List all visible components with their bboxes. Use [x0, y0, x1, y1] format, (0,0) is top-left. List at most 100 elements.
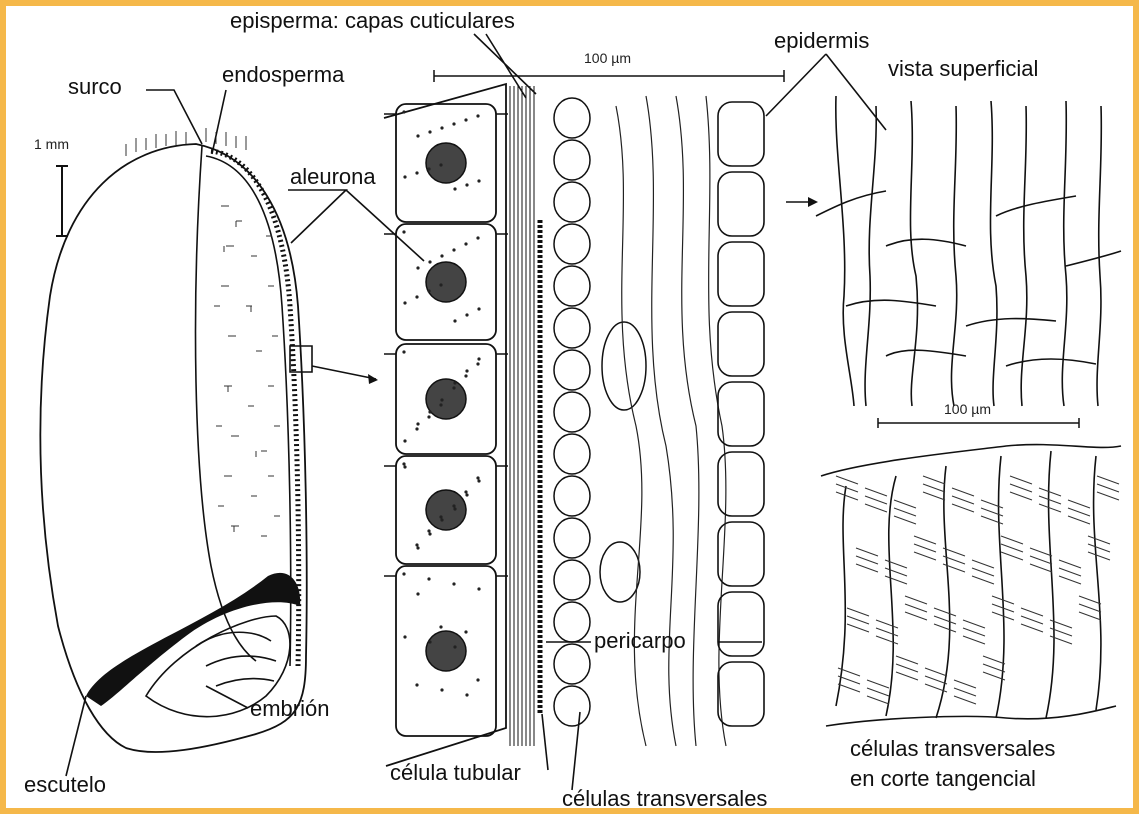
aleurone-nucleus: [426, 262, 466, 302]
aleurone-grain: [476, 114, 479, 117]
hatch-stroke: [1059, 560, 1081, 584]
tangential-outline: [821, 445, 1121, 726]
endosperm-wall: [196, 146, 256, 661]
hatch-stroke: [905, 596, 927, 620]
endosperm-stipple: [214, 206, 280, 536]
cross-cell: [554, 350, 590, 390]
leader-epidermis-1: [766, 54, 826, 116]
aleurone-grain: [464, 118, 467, 121]
label-pericarpo: pericarpo: [594, 630, 686, 652]
aleurone-grain: [439, 403, 442, 406]
leader-celula-tubular: [542, 714, 548, 770]
hatch-stroke: [896, 656, 918, 680]
hatch-stroke: [856, 548, 878, 572]
hatch-stroke: [963, 620, 985, 644]
hatch-stroke: [894, 500, 916, 524]
aleurone-grain: [465, 493, 468, 496]
aleurone-grain: [465, 313, 468, 316]
hatch-stroke: [981, 500, 1003, 524]
grain-section: [40, 128, 378, 752]
aleurone-grain: [428, 410, 431, 413]
aleurone-grain: [465, 693, 468, 696]
label-endosperma: endosperma: [222, 64, 344, 86]
hatch-stroke: [847, 608, 869, 632]
cross-cell: [554, 602, 590, 642]
hatch-stroke: [836, 476, 858, 500]
label-epidermis: epidermis: [774, 30, 869, 52]
aleurone-grain: [427, 529, 430, 532]
cross-cell: [554, 140, 590, 180]
aleurone-row-group: [384, 104, 508, 736]
aleurone-grain: [440, 126, 443, 129]
tangential-section: [821, 418, 1121, 726]
detail-arrow: [312, 366, 376, 379]
hatch-stroke: [1001, 536, 1023, 560]
epidermis-cell: [718, 592, 764, 656]
aleurone-grain: [416, 266, 419, 269]
aleurone-grain: [403, 175, 406, 178]
cross-cell-large: [600, 542, 640, 602]
aleurone-grain: [440, 518, 443, 521]
aleurone-grain: [415, 683, 418, 686]
label-scale-grain: 1 mm: [34, 137, 69, 151]
aleurone-grain: [402, 110, 405, 113]
aleurone-grain: [453, 645, 456, 648]
aleurone-grain: [477, 587, 480, 590]
surface-view-cells: [816, 96, 1121, 406]
aleurone-grain: [477, 479, 480, 482]
aleurone-nucleus: [426, 631, 466, 671]
hatch-stroke: [1068, 500, 1090, 524]
label-embrion: embrión: [250, 698, 329, 720]
tangential-hatching: [836, 476, 1119, 704]
hatch-stroke: [923, 476, 945, 500]
tangential-scale-bar: [878, 418, 1079, 428]
aleurone-grain: [428, 532, 431, 535]
aleurone-cells: [384, 84, 540, 766]
detail-arrowhead: [368, 374, 378, 384]
aleurone-grain: [439, 515, 442, 518]
label-aleurona: aleurona: [290, 166, 376, 188]
aleurone-grain: [464, 242, 467, 245]
figure-frame: episperma: capas cuticulares 100 µm epid…: [6, 6, 1133, 808]
aleurone-grain: [464, 374, 467, 377]
cross-cell: [554, 518, 590, 558]
leader-aleurona-2: [346, 190, 424, 261]
episperm-strands: [510, 86, 534, 746]
aleurone-grain: [440, 398, 443, 401]
aleurone-grain: [453, 187, 456, 190]
scale-bar-top: [434, 70, 784, 82]
aleurone-grain: [416, 134, 419, 137]
aleurone-grain: [427, 415, 430, 418]
aleurone-grain: [465, 369, 468, 372]
aleurone-grain: [476, 236, 479, 239]
aleurone-grain: [403, 439, 406, 442]
epidermis-cell: [718, 382, 764, 446]
aleurone-grain: [415, 543, 418, 546]
aleurone-grain: [465, 183, 468, 186]
leader-embrion: [206, 686, 248, 708]
aleurone-grain: [439, 283, 442, 286]
aleurone-grain: [439, 625, 442, 628]
surface-view-arrowhead: [808, 197, 818, 207]
label-scale-top: 100 µm: [584, 51, 631, 65]
cross-cell: [554, 182, 590, 222]
aleurone-grain: [428, 260, 431, 263]
aleurone-grain: [428, 130, 431, 133]
label-episperma: episperma: capas cuticulares: [230, 10, 515, 32]
aleurone-grain: [452, 122, 455, 125]
epidermis-cell: [718, 242, 764, 306]
hatch-stroke: [865, 488, 887, 512]
epidermis-cell: [718, 662, 764, 726]
aleurone-grain: [477, 357, 480, 360]
aleurone-grain: [439, 163, 442, 166]
label-tangencial-line2: en corte tangencial: [850, 768, 1036, 790]
hatch-stroke: [1097, 476, 1119, 500]
leader-epidermis-2: [826, 54, 886, 130]
aleurone-grain: [476, 476, 479, 479]
epidermis-cell: [718, 312, 764, 376]
cross-cell: [554, 98, 590, 138]
hatch-stroke: [1021, 608, 1043, 632]
label-vista-superficial: vista superficial: [888, 58, 1038, 80]
aleurone-grain: [477, 179, 480, 182]
cross-cell: [554, 560, 590, 600]
